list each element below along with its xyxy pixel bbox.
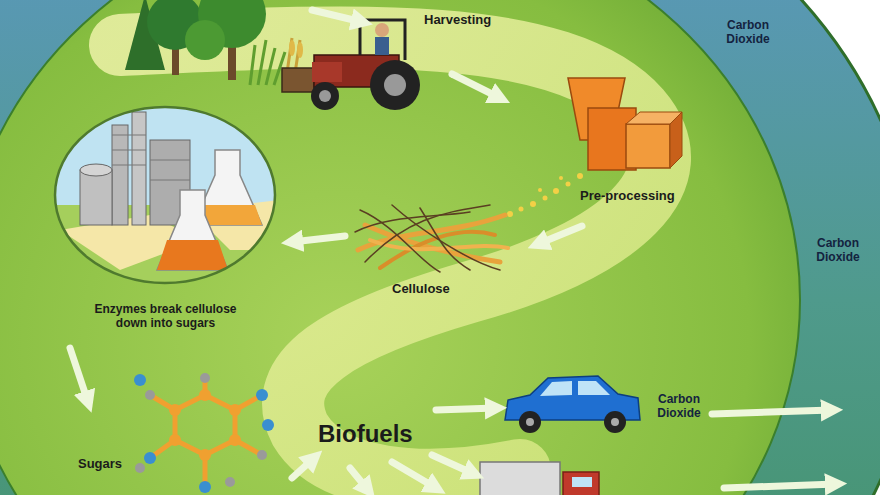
stage-label: Sugars [78,456,122,472]
truck [480,462,599,495]
co2-label: Carbon Dioxide [646,392,712,421]
cellulose-fibres [355,205,508,272]
stage-label: Pre-processing [580,188,675,204]
stage-label: Enzymes break cellulose down into sugars [78,302,253,331]
label-holder: Harvesting [424,12,491,28]
pre-processing-machine [507,78,682,217]
label-holder: Cellulose [392,281,450,297]
product-label: Biofuels [318,420,413,449]
tractor [282,20,420,110]
co2-label: Carbon Dioxide [712,18,784,47]
label-holder: Carbon Dioxide [804,236,872,265]
stage-label: Harvesting [424,12,491,28]
label-holder: Carbon Dioxide [646,392,712,421]
stage-label: Cellulose [392,281,450,297]
label-holder: Biofuels [318,420,413,449]
label-holder: Pre-processing [580,188,675,204]
label-holder: Sugars [78,456,122,472]
label-holder: Carbon Dioxide [712,18,784,47]
flow-arrows [70,10,836,490]
green-disc [0,0,800,495]
co2-label: Carbon Dioxide [804,236,872,265]
sugar-molecule [134,373,274,493]
label-holder: Enzymes break cellulose down into sugars [78,302,253,331]
car [505,376,640,433]
swirl-path [120,37,660,479]
trees [125,0,303,85]
enzyme-factory [50,100,290,305]
